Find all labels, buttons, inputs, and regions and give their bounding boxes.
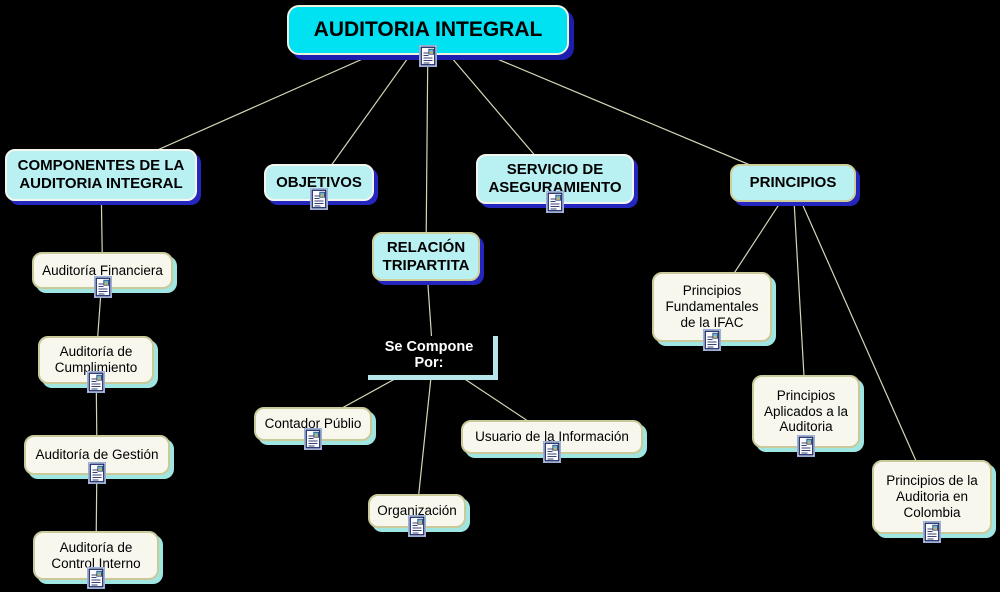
node-label: Contador Públio — [264, 416, 362, 432]
node-label: Auditoría de Cumplimiento — [54, 344, 138, 375]
node-auditoria-control-interno[interactable]: Auditoría de Control Interno — [33, 531, 159, 589]
edge-root-objetivos — [318, 29, 429, 183]
edge-se_compone-organizacion — [416, 357, 434, 512]
node-label: Usuario de la Información — [475, 429, 629, 445]
document-icon[interactable] — [703, 329, 721, 351]
node-organizacion[interactable]: Organización — [368, 494, 466, 537]
document-icon[interactable] — [546, 191, 564, 213]
node-label: Principios Aplicados a la Auditoria — [763, 387, 849, 435]
node-label: AUDITORIA INTEGRAL — [313, 17, 543, 41]
document-icon[interactable] — [87, 371, 105, 393]
node-auditoria-integral[interactable]: AUDITORIA INTEGRAL — [287, 5, 569, 67]
node-label: Principios Fundamentales de la IFAC — [665, 283, 759, 330]
node-auditoria-gestion[interactable]: Auditoría de Gestión — [24, 435, 170, 484]
document-icon[interactable] — [797, 435, 815, 457]
node-usuario-informacion[interactable]: Usuario de la Información — [461, 420, 643, 463]
node-label: Auditoría de Control Interno — [51, 539, 141, 571]
node-auditoria-cumplimiento[interactable]: Auditoría de Cumplimiento — [38, 336, 154, 393]
node-principios-ifac[interactable]: Principios Fundamentales de la IFAC — [652, 272, 772, 351]
node-label: Auditoría Financiera — [42, 262, 163, 278]
node-principios[interactable]: PRINCIPIOS — [730, 164, 856, 202]
node-label: OBJETIVOS — [276, 173, 362, 191]
node-objetivos[interactable]: OBJETIVOS — [264, 164, 374, 210]
linking-phrase-label: Se Compone Por: — [384, 339, 474, 371]
node-label: RELACIÓN TRIPARTITA — [382, 238, 470, 274]
node-label: COMPONENTES DE LA AUDITORIA INTEGRAL — [17, 157, 185, 192]
document-icon[interactable] — [543, 441, 561, 463]
document-icon[interactable] — [87, 567, 105, 589]
linking-phrase-se-compone-por[interactable]: Se Compone Por: — [368, 336, 498, 380]
node-principios-aplicados[interactable]: Principios Aplicados a la Auditoria — [752, 375, 860, 457]
node-relacion-tripartita[interactable]: RELACIÓN TRIPARTITA — [372, 232, 480, 281]
node-componentes[interactable]: COMPONENTES DE LA AUDITORIA INTEGRAL — [5, 149, 197, 201]
node-label: Organización — [377, 503, 457, 519]
node-label: PRINCIPIOS — [749, 174, 837, 192]
document-icon[interactable] — [310, 188, 328, 210]
document-icon[interactable] — [88, 462, 106, 484]
edge-root-principios — [427, 29, 794, 184]
document-icon[interactable] — [304, 428, 322, 450]
edge-principios-p_aplicados — [792, 182, 807, 412]
document-icon[interactable] — [408, 515, 426, 537]
node-label: Principios de la Auditoria en Colombia — [886, 473, 978, 520]
node-auditoria-financiera[interactable]: Auditoría Financiera — [32, 252, 173, 298]
node-contador-publio[interactable]: Contador Públio — [254, 407, 372, 450]
document-icon[interactable] — [419, 45, 437, 67]
node-servicio-aseguramiento[interactable]: SERVICIO DE ASEGURAMIENTO — [476, 154, 634, 213]
edge-principios-p_colombia — [792, 182, 933, 498]
document-icon[interactable] — [923, 521, 941, 543]
document-icon[interactable] — [93, 276, 112, 298]
node-label: SERVICIO DE ASEGURAMIENTO — [488, 161, 622, 196]
node-principios-colombia[interactable]: Principios de la Auditoria en Colombia — [872, 460, 992, 543]
node-label: Auditoría de Gestión — [35, 447, 159, 463]
edge-root-relacion — [425, 29, 429, 257]
